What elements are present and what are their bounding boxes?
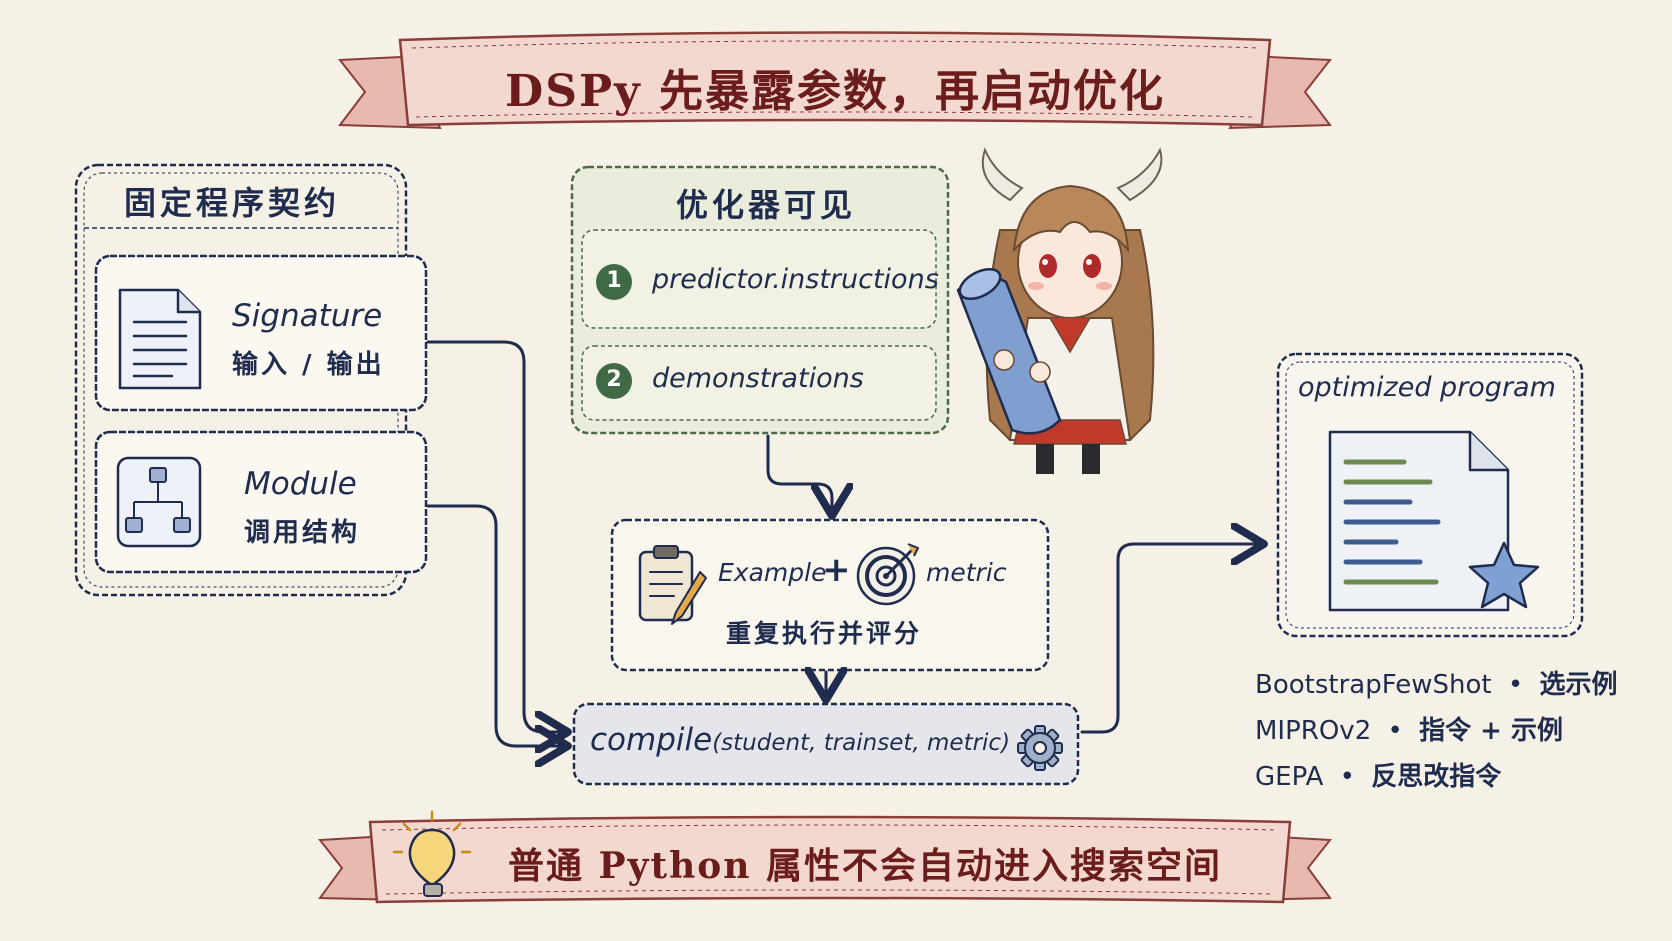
gear-icon	[1017, 725, 1063, 771]
optimizer-item-3: GEPA • 反思改指令	[1255, 762, 1502, 792]
visible-item-2-number: 2	[606, 367, 622, 392]
visible-item-1-label: predictor.instructions	[652, 264, 939, 295]
example-label: Example	[718, 558, 827, 587]
optimizer-item-1: BootstrapFewShot • 选示例	[1255, 670, 1618, 700]
metric-label: metric	[926, 558, 1007, 587]
page-title: DSPy 先暴露参数，再启动优化	[505, 66, 1165, 117]
compile-fn: compile	[590, 722, 713, 758]
visible-title: 优化器可见	[676, 186, 857, 224]
signature-label: Signature	[232, 298, 383, 334]
target-icon	[856, 543, 919, 606]
clipboard-icon	[638, 545, 707, 625]
flow-arrows	[426, 340, 1258, 746]
signature-desc: 输入 / 输出	[232, 350, 385, 380]
mascot-illustration	[956, 147, 1163, 474]
eval-desc: 重复执行并评分	[726, 619, 923, 648]
module-label: Module	[244, 466, 357, 502]
star-document-icon	[1328, 430, 1540, 612]
compile-call: compile(student, trainset, metric)	[590, 722, 1010, 758]
fixed-contract-title: 固定程序契约	[124, 184, 341, 222]
lightbulb-icon	[392, 810, 472, 897]
optimizer-item-2: MIPROv2 • 指令 + 示例	[1255, 716, 1564, 746]
title-banner	[338, 31, 1332, 130]
module-desc: 调用结构	[244, 518, 361, 548]
footer-note: 普通 Python 属性不会自动进入搜索空间	[507, 845, 1223, 887]
hierarchy-icon	[116, 456, 202, 548]
visible-item-2-label: demonstrations	[652, 363, 864, 394]
plus-sign: +	[822, 550, 851, 590]
visible-item-1-number: 1	[606, 268, 622, 293]
output-title: optimized program	[1298, 372, 1556, 403]
compile-args: (student, trainset, metric)	[712, 730, 1011, 756]
document-icon	[118, 288, 202, 390]
footer-banner	[318, 815, 1332, 904]
